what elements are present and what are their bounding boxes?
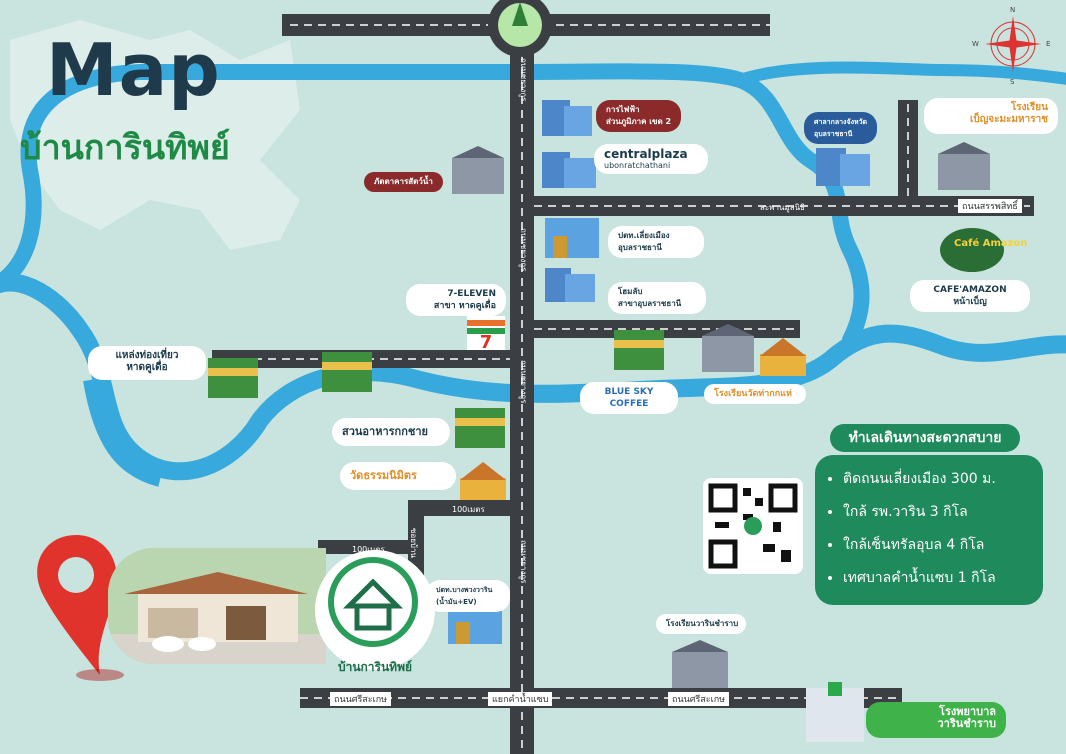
label-tourist: แหล่งท่องเที่ยว หาดคูเดื่อ xyxy=(88,346,206,380)
hospital-building-icon xyxy=(806,682,864,742)
label-ptt-1: ปตท.เลี่ยงเมือง อุบลราชธานี xyxy=(608,226,704,258)
river-upper xyxy=(0,63,870,348)
travel-box: ติดถนนเลี่ยงเมือง 300 ม. ใกล้ รพ.วาริน 3… xyxy=(815,455,1043,605)
restaurant-icon xyxy=(322,352,372,392)
label-central: centralplaza ubonratchathani xyxy=(594,144,708,174)
label-amazon: CAFE'AMAZON หน้าเบ็ญ xyxy=(910,280,1030,312)
office-building-icon xyxy=(545,268,595,302)
amazon-logo-icon xyxy=(940,228,1004,272)
label-seven: 7-ELEVEN สาขา หาดคูเดื่อ xyxy=(406,284,506,316)
map-subtitle: บ้านการินทิพย์ xyxy=(20,128,230,168)
label-hotel: โฮมลับ สาขาอุบลราชธานี xyxy=(608,282,706,314)
travel-item: ใกล้เซ็นทรัลอุบล 4 กิโล xyxy=(843,529,1043,562)
label-amazon-logo: Café Amazon xyxy=(954,238,1028,249)
road-label-chayangkun-top: ถนนชยางกูร xyxy=(519,58,528,102)
school-building-icon xyxy=(452,146,504,194)
label-hospital: โรงพยาบาล วารินชำราบ xyxy=(866,702,1006,738)
restaurant-icon xyxy=(208,358,258,398)
house-logo xyxy=(315,550,435,670)
label-restaurant-1: ภัตตาคารสัตว์น้ำ xyxy=(364,172,443,192)
road-small-h xyxy=(318,540,418,554)
label-ptt-2: ปตท.บางพวงวาริน (น้ำมัน+EV) xyxy=(426,580,510,612)
location-pin-icon xyxy=(37,535,124,681)
road-label-srisaket-right: ถนนศรีสะเกษ xyxy=(668,692,730,706)
compass-n: N xyxy=(1010,6,1016,14)
label-electric: การไฟฟ้า ส่วนภูมิภาค เขต 2 xyxy=(596,100,682,132)
river-low xyxy=(83,378,162,487)
restaurant-icon xyxy=(614,330,664,370)
gas-station-icon xyxy=(545,218,599,258)
office-building-icon xyxy=(542,100,592,136)
road-lower-left xyxy=(408,500,512,516)
label-food-garden: สวนอาหารกกชาย xyxy=(332,418,450,446)
road-label-intersection: แยกคำน้ำแซบ xyxy=(488,692,553,706)
restaurant-icon xyxy=(455,408,505,448)
label-school-wat: โรงเรียนวัดท่ากกแห่ xyxy=(704,384,806,404)
temple-icon xyxy=(760,338,806,376)
office-building-icon xyxy=(816,148,870,186)
road-label-chayangkun-low: ถนนชยางกูร xyxy=(519,360,528,404)
label-school-top: โรงเรียน เบ็ญจะมะมหาราช xyxy=(924,98,1058,134)
travel-item: ติดถนนเลี่ยงเมือง 300 ม. xyxy=(843,463,1043,496)
travel-heading: ทำเลเดินทางสะดวกสบาย xyxy=(830,424,1020,452)
road-label-chayangkun-vert: ถนนชยางกูร xyxy=(519,540,528,584)
label-bluesky: BLUE SKY COFFEE xyxy=(580,382,678,414)
central-sub: ubonratchathani xyxy=(604,161,671,170)
school-building-icon xyxy=(938,142,990,190)
temple-icon xyxy=(460,462,506,500)
building-icons: 7 xyxy=(208,100,1004,742)
label-provincial: ศาลากลางจังหวัด อุบลราชธานี xyxy=(804,112,878,144)
house-logo-text: บ้านการินทิพย์ xyxy=(337,660,413,674)
river xyxy=(0,273,1066,481)
school-building-icon xyxy=(672,640,728,688)
travel-item: ใกล้ รพ.วาริน 3 กิโล xyxy=(843,496,1043,529)
compass-s: S xyxy=(1010,78,1015,86)
central-name: centralplaza xyxy=(604,147,688,161)
office-building-icon xyxy=(542,152,596,188)
river-branch xyxy=(738,61,1066,86)
label-temple: วัดธรรมนิมิตร xyxy=(340,462,456,490)
map-title: Map xyxy=(46,28,221,112)
road-label-sapphasit: ถนนสรรพสิทธิ์ xyxy=(958,199,1022,213)
travel-list: ติดถนนเลี่ยงเมือง 300 ม. ใกล้ รพ.วาริน 3… xyxy=(815,455,1043,595)
road-label-srisaket-left: ถนนศรีสะเกษ xyxy=(330,692,392,706)
road-label-chayangkun-mid: ถนนชยางกูร xyxy=(519,228,528,272)
compass-icon xyxy=(985,16,1041,72)
road-label-sapphasit-small: สะพานมูลนิธิ xyxy=(760,203,805,212)
label-school-warin: โรงเรียนวารินชำราบ xyxy=(656,614,746,634)
compass-e: E xyxy=(1046,40,1051,48)
qr-code[interactable] xyxy=(703,478,803,574)
travel-item: เทศบาลคำน้ำแซบ 1 กิโล xyxy=(843,562,1043,595)
school-building-icon xyxy=(702,324,754,372)
seven-eleven-sign-icon: 7 xyxy=(467,316,505,353)
svg-text:7: 7 xyxy=(480,332,493,353)
road-label-100m-a: 100เมตร xyxy=(452,505,485,514)
compass-w: W xyxy=(972,40,979,48)
road-label-100m-b: 100เมตร xyxy=(352,543,385,556)
house-photo xyxy=(108,548,326,664)
